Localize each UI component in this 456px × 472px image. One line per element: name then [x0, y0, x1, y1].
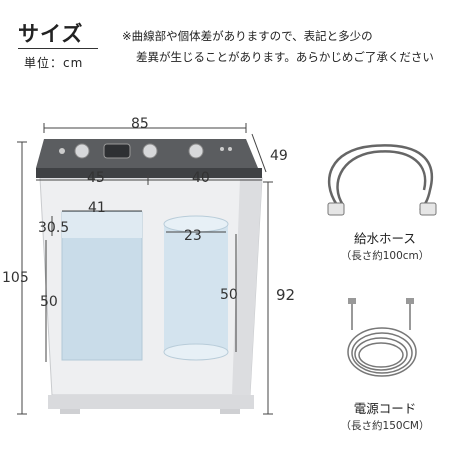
timer-display-icon — [103, 143, 131, 159]
disclaimer-line-1: ※曲線部や個体差がありますので、表記と多少の — [122, 29, 373, 43]
depth-label: 49 — [270, 148, 288, 164]
section-title: サイズ — [18, 22, 84, 46]
hose-connector-icon — [327, 202, 345, 216]
water-hose-icon — [327, 144, 434, 211]
indicator-icon — [228, 147, 232, 151]
left-width-label: 45 — [87, 170, 105, 186]
foot-left — [60, 409, 80, 414]
water-hose-title: 給水ホース — [354, 231, 416, 246]
spin-tub-diameter-label: 23 — [184, 228, 202, 244]
depth-dimension-line — [251, 133, 267, 173]
title-underline — [18, 48, 98, 49]
wash-tub-depth-label: 50 — [40, 294, 58, 310]
spin-tub-depth-label: 50 — [220, 287, 238, 303]
body-height-label: 92 — [276, 286, 296, 304]
panel-lid-edge — [36, 168, 262, 178]
spin-tub-bottom — [163, 343, 229, 361]
power-cord-icon — [347, 302, 417, 377]
wash-tub-width-label: 41 — [88, 200, 106, 216]
plug-icon — [348, 298, 356, 304]
width-total-label: 85 — [131, 116, 149, 132]
wash-tub-offset-label: 30.5 — [38, 220, 70, 236]
right-width-label: 40 — [192, 170, 210, 186]
spin-tub — [164, 224, 228, 352]
water-hose-length: （長さ約100cm） — [340, 250, 430, 262]
unit-label: 単位：cm — [24, 56, 84, 70]
disclaimer-line-2: 差異が生じることがあります。あらかじめご了承ください — [136, 50, 434, 64]
indicator-icon — [59, 148, 65, 154]
knob-icon — [188, 143, 204, 159]
plug-icon — [406, 298, 414, 304]
wash-tub-top — [62, 212, 142, 238]
power-cord-title: 電源コード — [353, 401, 417, 416]
machine-base — [48, 395, 254, 409]
knob-icon — [74, 143, 90, 159]
power-cord-length: （長さ約150CM） — [340, 420, 430, 432]
height-total-label: 105 — [2, 270, 29, 286]
knob-icon — [142, 143, 158, 159]
indicator-icon — [220, 147, 224, 151]
machine-side — [232, 178, 262, 395]
hose-connector-icon — [419, 202, 437, 216]
foot-right — [220, 409, 240, 414]
